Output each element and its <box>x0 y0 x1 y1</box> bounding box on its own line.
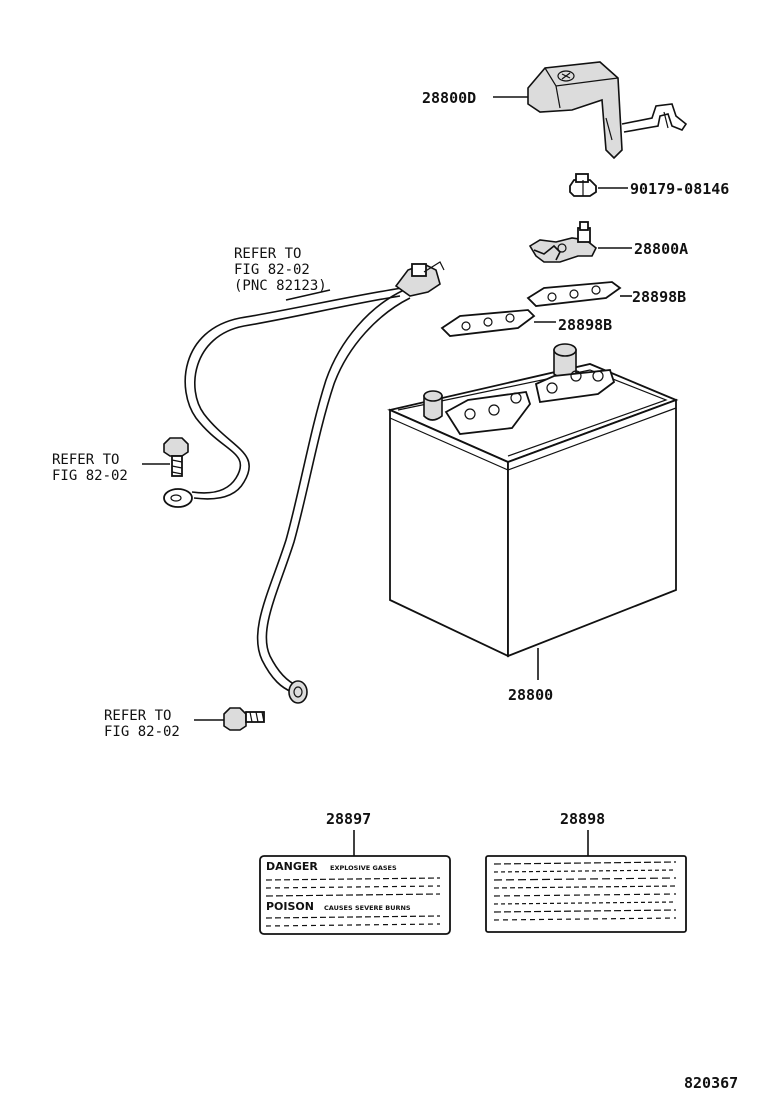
terminal-plate-lower[interactable] <box>440 309 536 337</box>
reference-bolt-upper-line1: REFER TO <box>52 452 119 468</box>
caution-label-danger: DANGER <box>266 860 318 873</box>
reference-cable-line2: FIG 82-02 <box>234 262 310 278</box>
caution-label-part[interactable]: DANGER EXPLOSIVE GASES POISON CAUSES SEV… <box>259 855 451 935</box>
reference-cable-line1: REFER TO <box>234 246 301 262</box>
reference-cable-line3: (PNC 82123) <box>234 278 327 294</box>
reference-bolt-upper-line2: FIG 82-02 <box>52 468 128 484</box>
caution-label-danger-sub: EXPLOSIVE GASES <box>330 864 397 872</box>
terminal-plate-upper[interactable] <box>526 281 622 307</box>
part-number-plate-lower: 28898B <box>558 316 612 334</box>
part-number-info-label: 28898 <box>560 810 605 828</box>
part-number-clamp: 28800A <box>634 240 688 258</box>
part-number-plate-upper: 28898B <box>632 288 686 306</box>
terminal-clamp-part[interactable] <box>528 221 598 263</box>
terminal-nut-part[interactable] <box>569 173 597 197</box>
reference-bolt-lower-line1: REFER TO <box>104 708 171 724</box>
terminal-cover-part[interactable] <box>527 61 688 160</box>
caution-label-poison-sub: CAUSES SEVERE BURNS <box>324 904 411 912</box>
part-number-nut: 90179-08146 <box>630 180 729 198</box>
bolt-lower-part[interactable] <box>223 707 265 731</box>
bolt-upper-part[interactable] <box>163 437 189 477</box>
part-number-battery: 28800 <box>508 686 553 704</box>
battery-part[interactable] <box>387 343 679 658</box>
battery-cable-assembly[interactable] <box>163 261 445 704</box>
reference-bolt-lower-line2: FIG 82-02 <box>104 724 180 740</box>
info-label-part[interactable] <box>485 855 687 933</box>
part-number-cover: 28800D <box>422 89 476 107</box>
figure-number: 820367 <box>684 1074 738 1092</box>
part-number-caution-label: 28897 <box>326 810 371 828</box>
caution-label-poison: POISON <box>266 900 314 913</box>
